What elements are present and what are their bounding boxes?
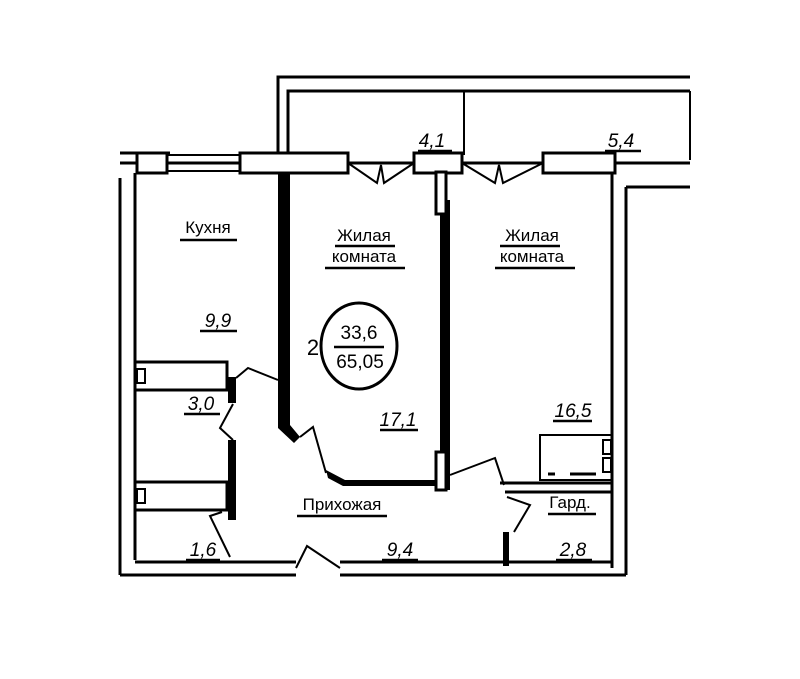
kitchen-area: 9,9 — [205, 311, 232, 332]
interior-walls — [133, 170, 613, 566]
hallway-label: Прихожая — [303, 495, 382, 514]
living-room-2-area: 16,5 — [555, 401, 592, 422]
kitchen-label: Кухня — [185, 218, 231, 237]
living-room-2-label-line1: Жилая — [505, 226, 559, 245]
bathroom-area: 3,0 — [188, 394, 215, 415]
rooms-count: 2 — [307, 335, 319, 360]
wardrobe-label: Гард. — [549, 493, 590, 512]
living-room-1-label-line2: комната — [332, 247, 397, 266]
hallway-area: 9,4 — [387, 540, 413, 561]
balcony-right-area: 5,4 — [608, 131, 634, 152]
outer-wall-bottom — [120, 544, 626, 577]
living-room-1-label-line1: Жилая — [337, 226, 391, 245]
living-room-1-area: 17,1 — [380, 410, 417, 431]
apartment-summary: 2 33,6 65,05 — [307, 301, 399, 391]
living-area: 33,6 — [341, 323, 378, 344]
outer-wall-right — [610, 173, 690, 575]
living-room-2-label-line2: комната — [500, 247, 565, 266]
outer-wall-top — [120, 151, 690, 185]
outer-wall-left — [118, 173, 137, 575]
toilet-area: 1,6 — [190, 540, 217, 561]
wardrobe-area: 2,8 — [559, 540, 587, 561]
balcony — [276, 75, 691, 160]
balcony-left-area: 4,1 — [419, 131, 445, 152]
total-area: 65,05 — [336, 352, 384, 373]
